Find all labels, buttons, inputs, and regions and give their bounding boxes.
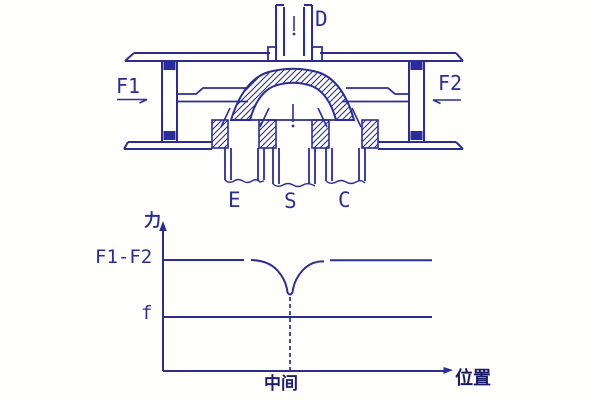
apparatus-cross-section xyxy=(117,4,464,188)
force-left-label: F1 xyxy=(116,74,141,98)
shaft-flange-feet xyxy=(267,46,323,61)
left-column xyxy=(161,61,178,142)
drive-shaft-label: D xyxy=(315,7,328,31)
gland-collars-hatched xyxy=(211,119,379,149)
force-right-label: F2 xyxy=(438,71,463,95)
tube-left-label: E xyxy=(228,188,241,212)
drive-shaft-outline xyxy=(267,4,323,61)
force-f1-arrow xyxy=(117,98,148,104)
bottom-plate xyxy=(123,141,464,150)
tube-s-break-line xyxy=(272,182,316,188)
force-position-graph xyxy=(159,221,453,374)
middle-bar-right xyxy=(342,87,409,103)
curve-f1-minus-f2 xyxy=(163,259,432,296)
y-axis xyxy=(159,221,167,371)
y-axis-arrowhead xyxy=(159,221,167,231)
tube-s-outline xyxy=(272,148,316,188)
upper-level-label: F1-F2 xyxy=(95,246,153,268)
y-axis-label: 力 xyxy=(144,211,161,231)
center-tick-label: 中间 xyxy=(264,374,298,394)
x-axis-label: 位置 xyxy=(455,368,491,389)
x-axis xyxy=(163,367,453,374)
middle-bar-left xyxy=(177,87,248,103)
tube-right-label: C xyxy=(338,188,351,212)
tube-c-break-line xyxy=(325,179,366,185)
right-column xyxy=(408,61,425,142)
tube-e-outline xyxy=(224,148,265,184)
tube-c-outline xyxy=(325,148,366,185)
tube-e-break-line xyxy=(224,178,265,184)
top-plate xyxy=(124,52,464,62)
force-f2-arrow xyxy=(432,99,461,105)
tube-center-label: S xyxy=(284,189,297,213)
lower-level-label: f xyxy=(141,302,153,324)
x-axis-arrowhead xyxy=(443,367,453,374)
